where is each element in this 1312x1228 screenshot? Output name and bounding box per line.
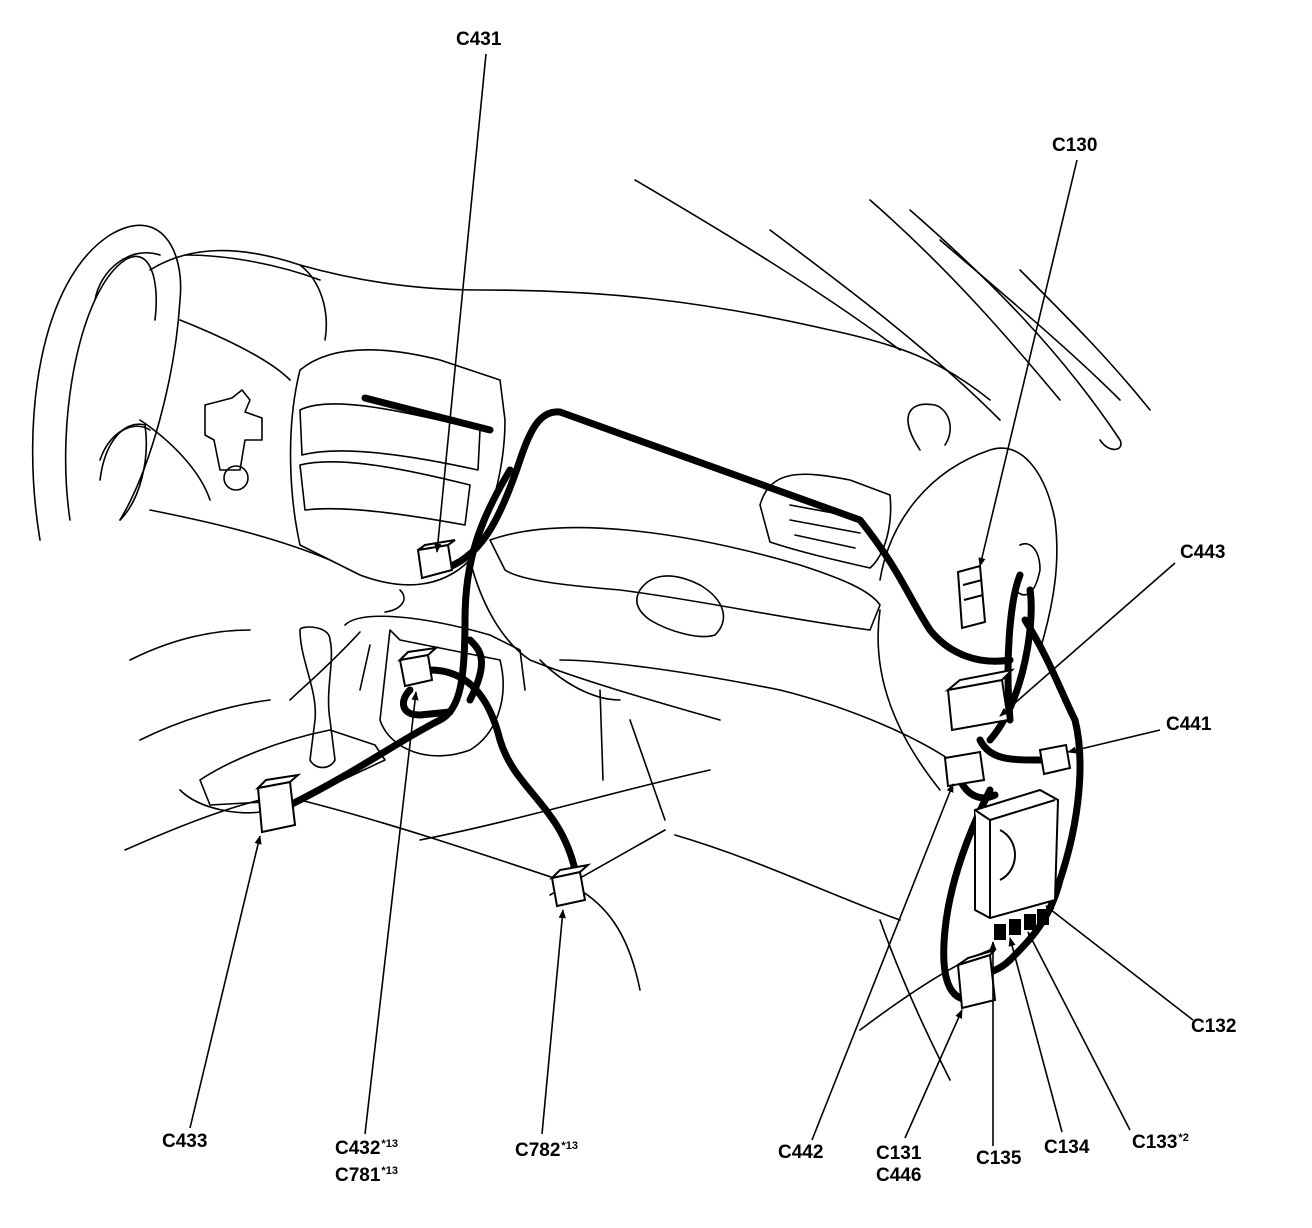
label-c134: C134 (1044, 1137, 1090, 1158)
connector-c441 (1040, 745, 1070, 774)
label-c442: C442 (778, 1142, 824, 1163)
label-c135: C135 (976, 1148, 1022, 1169)
label-c782: C782*13 (515, 1140, 578, 1161)
leader-c131 (905, 1009, 962, 1138)
label-c133: C133*2 (1132, 1132, 1189, 1153)
leader-c433 (190, 835, 262, 1128)
label-c443: C443 (1180, 542, 1226, 563)
fuse-box-terminals (995, 910, 1048, 939)
label-c441: C441 (1166, 714, 1212, 735)
connector-c443 (948, 670, 1012, 730)
leader-c133 (1028, 931, 1130, 1130)
label-c446: C446 (876, 1165, 922, 1186)
footnote-c782: *13 (561, 1140, 578, 1152)
connector-c130 (958, 566, 985, 628)
connector-c131 (958, 950, 995, 1008)
leader-c431 (434, 54, 486, 553)
label-c431: C431 (456, 29, 502, 50)
label-c781: C781*13 (335, 1165, 398, 1186)
leader-c442 (812, 783, 953, 1140)
dashboard-outline (33, 180, 1150, 1080)
shift-lever (300, 627, 335, 767)
leader-c443 (999, 563, 1175, 716)
glove-box-handle (637, 576, 724, 637)
label-c433: C433 (162, 1131, 208, 1152)
label-c132: C132 (1191, 1016, 1237, 1037)
wire-harness (290, 398, 1080, 1000)
harness-top-bar (365, 398, 490, 430)
label-c131-c446: C131 C446 (876, 1143, 921, 1187)
footnote-c133: *2 (1178, 1132, 1189, 1144)
harness-center-drop (290, 470, 510, 805)
footnote-c432: *13 (381, 1138, 398, 1150)
fuse-box (975, 790, 1058, 918)
footnote-c781: *13 (381, 1165, 398, 1177)
leader-c134 (1008, 937, 1062, 1132)
steering-wheel (33, 225, 181, 540)
label-c432-c781: C432*13 C781*13 (335, 1133, 398, 1187)
connector-c782 (552, 865, 588, 906)
leader-c432 (365, 691, 419, 1134)
label-c432: C432*13 (335, 1138, 398, 1159)
harness-main-run (440, 412, 1010, 661)
label-c130: C130 (1052, 135, 1098, 156)
leader-c130 (978, 160, 1077, 567)
connectors (258, 540, 1070, 1008)
leader-c441 (1067, 730, 1160, 754)
label-c131: C131 (876, 1143, 922, 1164)
leader-c132 (1045, 906, 1193, 1020)
connector-c433 (258, 775, 298, 832)
connector-c431 (418, 540, 455, 578)
connector-c442 (945, 752, 984, 786)
harness-c782-branch (430, 670, 575, 870)
leader-c782 (542, 909, 566, 1134)
connector-c432 (400, 648, 436, 686)
passenger-vent (760, 474, 891, 568)
glove-box (490, 528, 880, 630)
callout-leaders (190, 54, 1193, 1146)
